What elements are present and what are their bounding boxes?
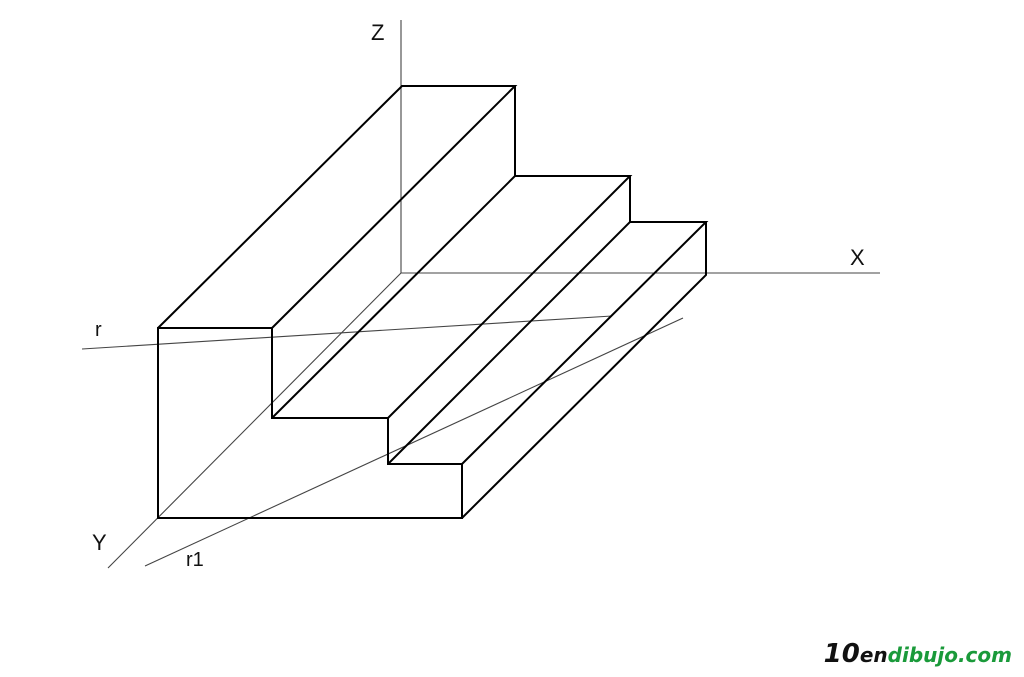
watermark-logo: 10endibujo.com bbox=[824, 641, 1012, 667]
y-axis bbox=[107, 272, 402, 569]
top-tread bbox=[157, 85, 518, 329]
line-r-label: r bbox=[95, 319, 102, 341]
line-r bbox=[81, 315, 613, 350]
line-r1 bbox=[144, 317, 684, 567]
watermark-en: en bbox=[859, 643, 888, 667]
x-axis-label: X bbox=[850, 245, 865, 270]
y-axis-label: Y bbox=[92, 530, 107, 555]
side-bottom-edge bbox=[461, 222, 707, 519]
line-r1-label: r1 bbox=[186, 549, 204, 571]
lower-riser bbox=[387, 176, 631, 465]
upper-riser bbox=[271, 86, 516, 419]
watermark-number: 10 bbox=[823, 639, 860, 669]
middle-tread bbox=[387, 175, 633, 419]
z-axis-label: Z bbox=[371, 20, 385, 45]
watermark-domain: dibujo.com bbox=[887, 643, 1012, 667]
bottom-tread bbox=[461, 221, 709, 465]
